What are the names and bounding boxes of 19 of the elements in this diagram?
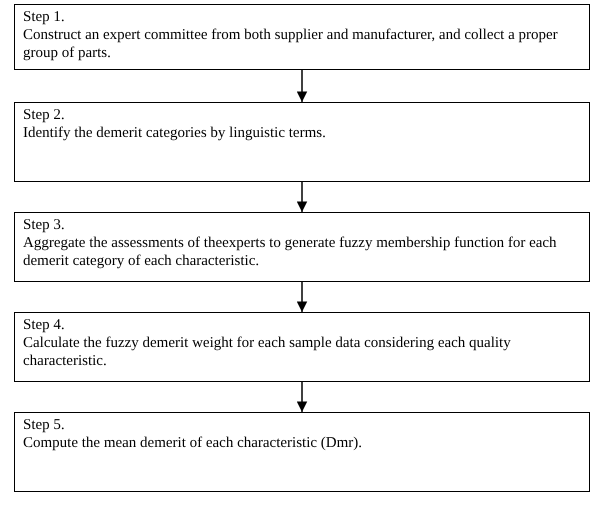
arrow xyxy=(296,70,308,102)
step-box xyxy=(14,412,590,492)
step-box xyxy=(14,312,590,382)
arrow xyxy=(296,382,308,412)
step-box xyxy=(14,102,590,182)
step-heading: Step 4. xyxy=(23,316,66,334)
arrow xyxy=(296,282,308,312)
arrow xyxy=(296,182,308,212)
step-heading: Step 3. xyxy=(23,216,66,234)
step-box xyxy=(14,4,590,70)
step-description: Calculate the fuzzy demerit weight for each sample data considering each quality characteristic. xyxy=(23,334,512,370)
step-description: Construct an expert committee from both supplier and manufacturer, and collect a proper group of parts. xyxy=(23,26,559,62)
step-heading: Step 5. xyxy=(23,416,66,434)
step-description: Aggregate the assessments of theexperts to generate fuzzy membership function for each demerit category of each characteristic. xyxy=(23,234,558,270)
step-description: Identify the demerit categories by linguistic terms. xyxy=(23,124,327,142)
step-description: Compute the mean demerit of each characteristic (Dmr). xyxy=(23,434,364,452)
step-heading: Step 2. xyxy=(23,106,66,124)
step-box xyxy=(14,212,590,282)
step-heading: Step 1. xyxy=(23,8,66,26)
